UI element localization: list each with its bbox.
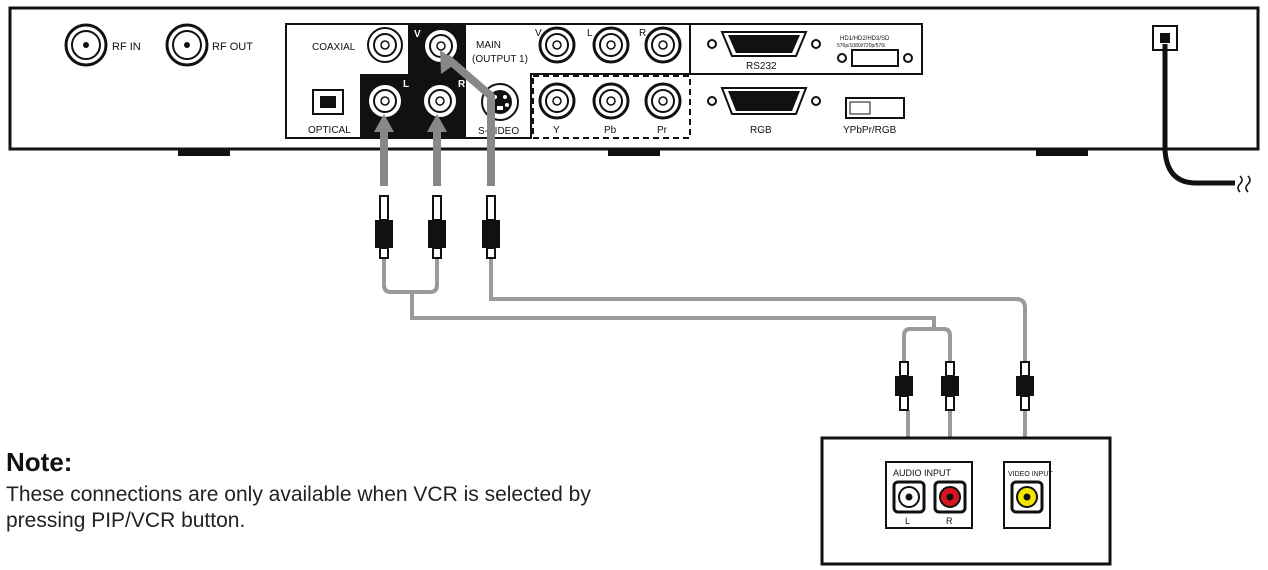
power-cord-break-icon (1237, 175, 1251, 193)
aux-audio-r-jack[interactable] (644, 26, 682, 64)
optical-port[interactable] (312, 89, 344, 115)
pr-jack[interactable] (644, 82, 682, 120)
note-block: Note: These connections are only availab… (6, 448, 766, 534)
rgb-port[interactable] (707, 87, 821, 115)
coaxial-jack[interactable] (367, 27, 403, 63)
panel-foot (178, 149, 230, 156)
panel-foot (608, 149, 660, 156)
top-r-label: R (639, 28, 646, 39)
audio-out-r-jack[interactable] (422, 83, 458, 119)
audio-out-l-label: L (403, 79, 409, 90)
ypbpr-rgb-switch[interactable] (845, 97, 905, 119)
vcr-audio-r-jack[interactable] (933, 480, 967, 514)
vcr-video-jack[interactable] (1010, 480, 1044, 514)
rgb-label: RGB (750, 125, 772, 136)
panel-foot (1036, 149, 1088, 156)
receiver-rear-panel: RF IN RF OUT COAXIAL OPTICAL V (8, 6, 1260, 156)
rs232-port[interactable] (707, 31, 821, 57)
note-body-line-1: These connections are only available whe… (6, 483, 591, 506)
coaxial-label: COAXIAL (312, 42, 356, 53)
pb-jack[interactable] (592, 82, 630, 120)
optical-label: OPTICAL (308, 125, 351, 136)
pb-label: Pb (604, 125, 617, 136)
note-title: Note: (6, 447, 73, 477)
video-cable (489, 258, 1027, 444)
top-l-label: L (587, 28, 593, 39)
video-plug (482, 195, 500, 259)
y-label: Y (553, 125, 560, 136)
vcr-r-label: R (946, 516, 953, 526)
power-cord (1162, 44, 1235, 186)
rf-in-label: RF IN (112, 41, 141, 53)
rs232-label: RS232 (746, 61, 777, 72)
video-arrow (440, 50, 495, 186)
audio-out-l-jack[interactable] (367, 83, 403, 119)
top-v-label: V (535, 28, 542, 39)
vcr-rear-panel: AUDIO INPUT VIDEO INPUT L R (820, 436, 1112, 566)
rf-out-jack[interactable] (165, 23, 209, 67)
pr-label: Pr (657, 125, 668, 136)
vcr-video-plug (1016, 361, 1034, 411)
vcr-l-label: L (905, 516, 910, 526)
audio-l-arrow (374, 114, 394, 186)
rf-out-label: RF OUT (212, 41, 253, 53)
video-out-jack[interactable] (423, 28, 459, 64)
svideo-label: S-VIDEO (478, 126, 519, 137)
hd-mode-switch[interactable] (837, 49, 913, 67)
hd-resolution-label: 576p/1080i/720p/576i (837, 43, 885, 49)
audio-plug-l (375, 195, 393, 259)
y-jack[interactable] (538, 82, 576, 120)
hd-mode-label: HD1/HD2/HD3/SD (840, 36, 890, 42)
video-out-label: V (414, 29, 421, 40)
vcr-audio-l-jack[interactable] (892, 480, 926, 514)
video-input-label: VIDEO INPUT (1008, 471, 1053, 478)
aux-video-jack[interactable] (538, 26, 576, 64)
ypbpr-rgb-label: YPbPr/RGB (843, 125, 897, 136)
audio-input-label: AUDIO INPUT (893, 468, 952, 478)
rf-in-jack[interactable] (64, 23, 108, 67)
audio-cable (382, 258, 952, 444)
audio-r-arrow (427, 114, 447, 186)
audio-out-r-label: R (458, 79, 466, 90)
vcr-audio-plug-l (895, 361, 913, 411)
aux-audio-l-jack[interactable] (592, 26, 630, 64)
rs232-frame (690, 23, 923, 75)
vcr-audio-plug-r (941, 361, 959, 411)
main-output-sub-label: (OUTPUT 1) (472, 54, 528, 65)
note-body-line-2: pressing PIP/VCR button. (6, 509, 246, 532)
audio-plug-r (428, 195, 446, 259)
main-output-label: MAIN (476, 40, 501, 51)
